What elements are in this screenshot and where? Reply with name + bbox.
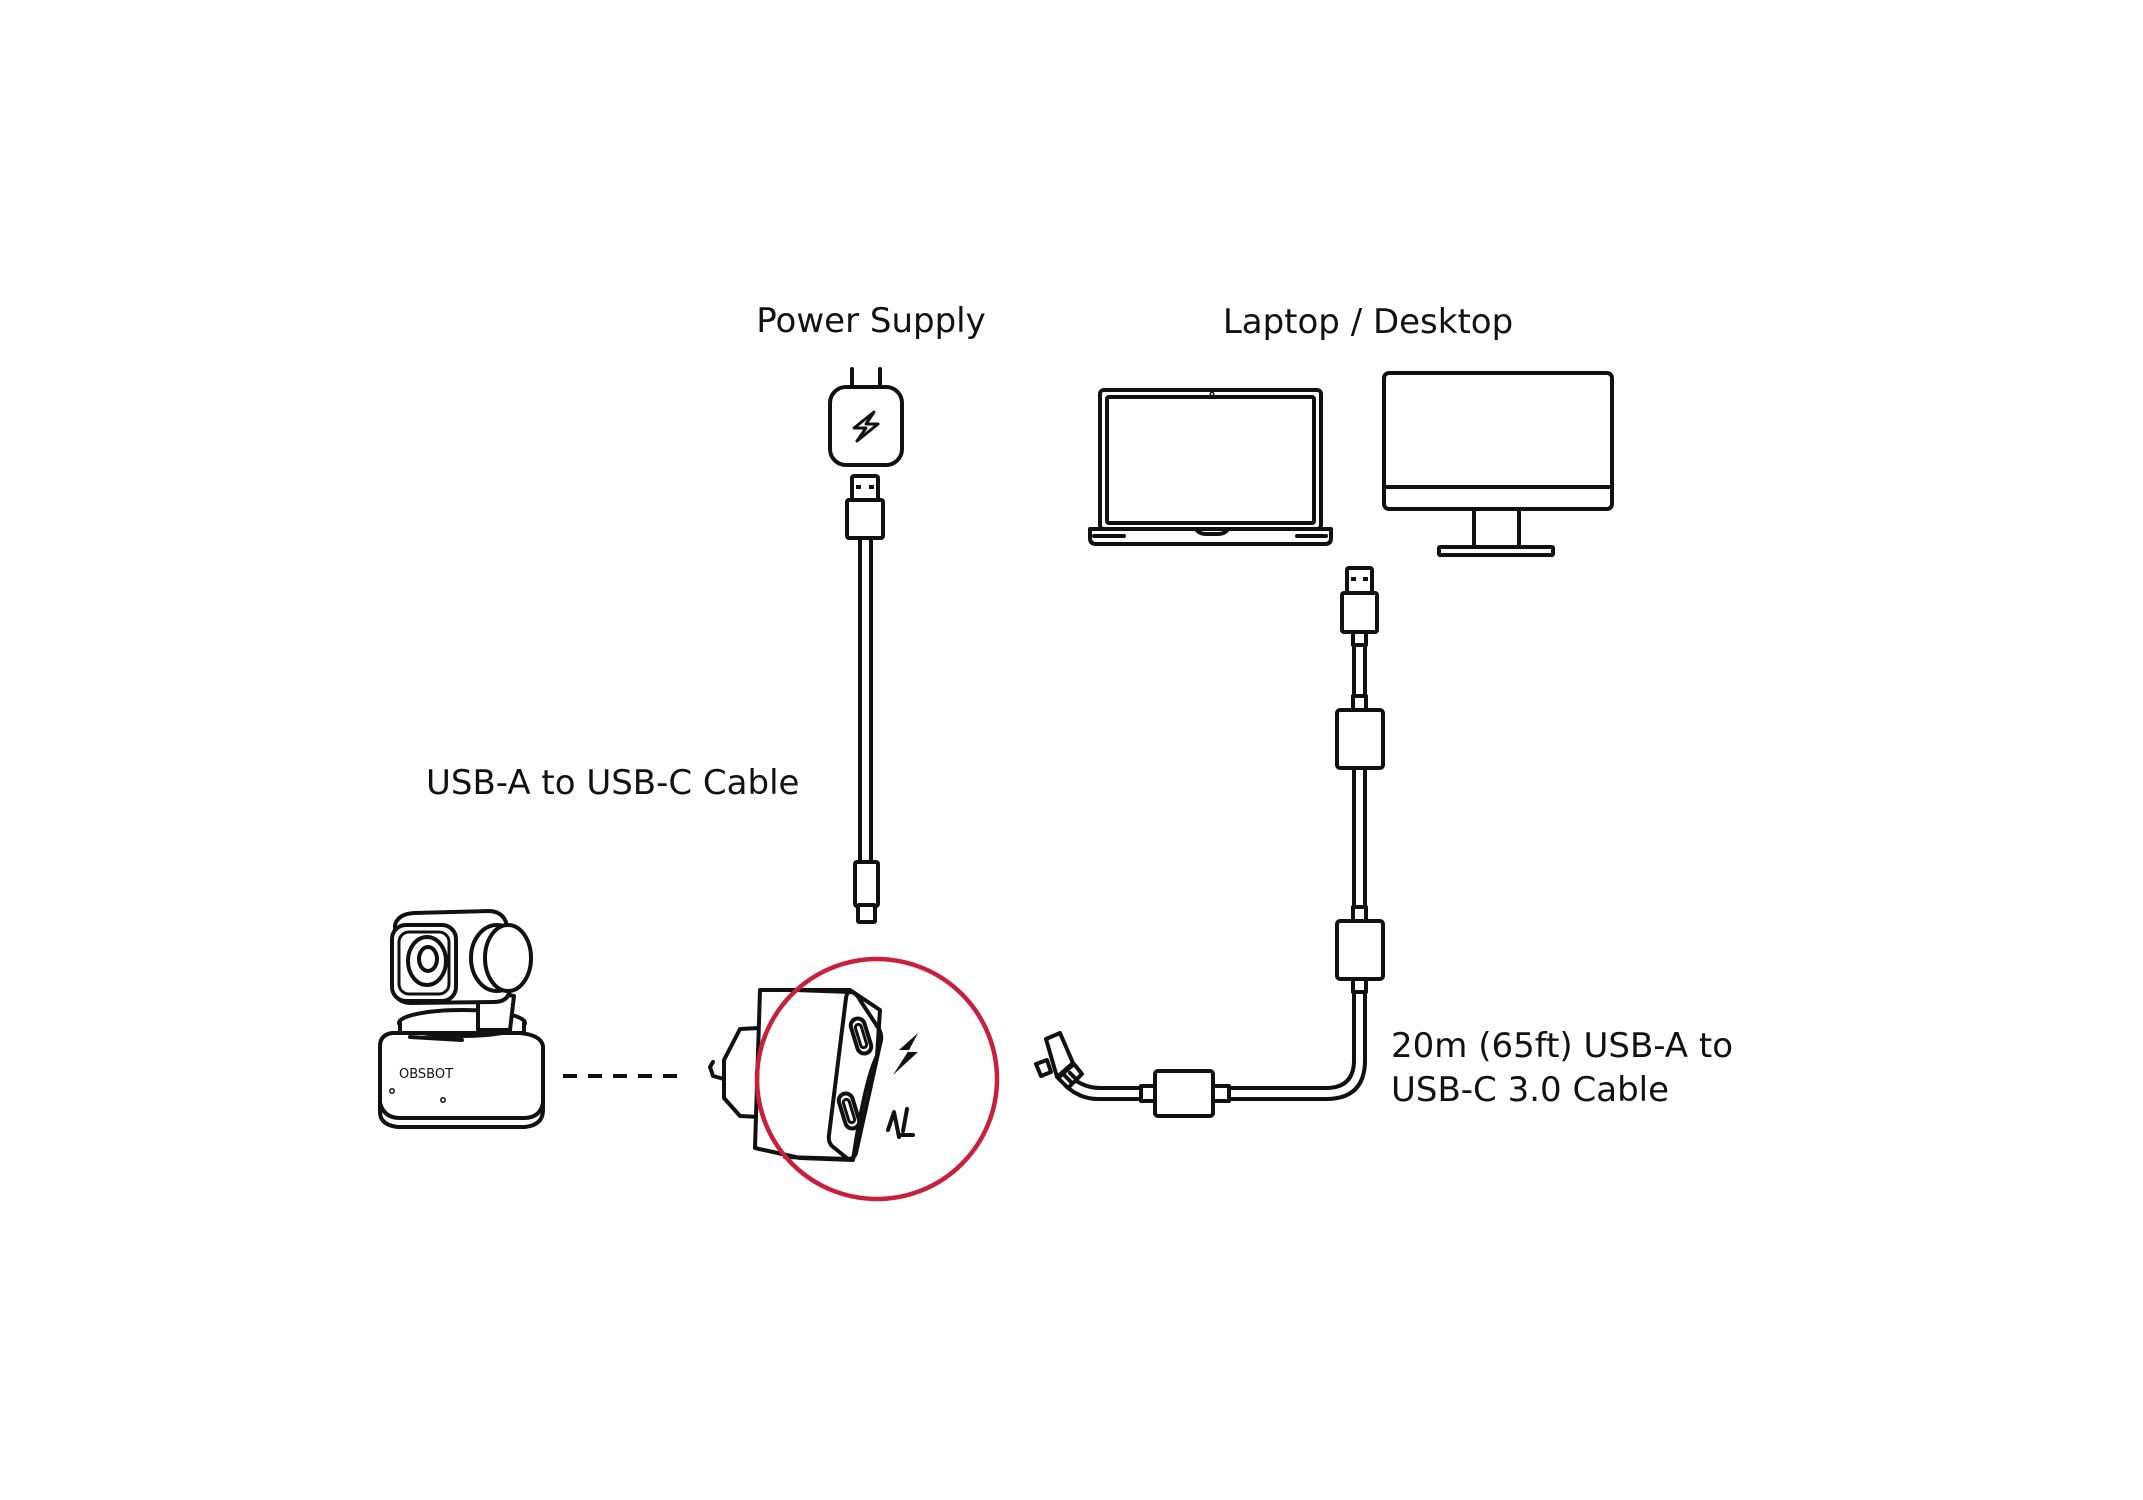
usb-a-plug-body [1340,591,1379,634]
laptop-notch [1194,527,1230,536]
camera-indicator-light [440,1097,446,1103]
laptop-desktop-label: Laptop / Desktop [1223,302,1513,342]
camera-base [378,1031,545,1129]
connector-boot [1056,1062,1084,1090]
data-transfer-arrows-icon [886,1107,915,1139]
usb-c-tip [1034,1058,1053,1078]
ferrite-core [1335,708,1385,770]
adapter-prong [708,1060,726,1081]
lightning-bolt-icon [893,1033,918,1075]
laptop-webcam [1209,391,1215,397]
camera-indicator-light [389,1088,395,1094]
power-supply-charger [828,367,904,467]
long-cable-label-line2: USB-C 3.0 Cable [1391,1070,1669,1110]
usb-a-plug-body [845,498,885,540]
short-usb-a-to-usb-c-cable [845,474,885,924]
usb-c-plug-body [853,860,880,908]
usb-a-contact [1351,577,1356,581]
ferrite-neck [1139,1084,1157,1103]
lightning-bolt-outline-icon [852,410,880,443]
camera-lens [417,945,439,973]
camera-base-rim [378,1101,545,1120]
boot-ridge [1063,1074,1074,1085]
ferrite-core [1153,1069,1215,1118]
monitor-frame [1382,371,1614,511]
right-angle-usb-c-connector [1034,1031,1084,1090]
obsbot-camera: OBSBOT [378,909,545,1129]
usb-a-contact [856,485,861,489]
ferrite-neck [1351,977,1368,994]
adapter-back [722,1026,762,1119]
port-inner [853,1022,869,1050]
usb-a-contact [869,485,874,489]
laptop-screen [1105,395,1316,525]
camera-brand-logo: OBSBOT [399,1067,453,1082]
camera-lens-inner-bezel [397,930,451,996]
turntable-groove [408,1035,464,1042]
adapter-face [826,990,884,1161]
ferrite-neck [1351,694,1368,712]
strain-relief [1351,630,1368,647]
ferrite-core [1335,919,1385,981]
ferrite-neck [1351,905,1368,923]
long-usb-a-to-usb-c-cable [1034,566,1385,1118]
laptop-base [1088,527,1333,546]
highlight-circle [754,956,1000,1202]
usb-a-plug-tip [1345,566,1374,595]
adapter-bottom-edge [783,1155,852,1161]
ferrite-neck [1211,1084,1231,1103]
camera-tilt-motor-cap [483,923,533,993]
monitor-stand-base [1437,545,1555,557]
port-inner [841,1097,857,1125]
charger-body [828,385,904,467]
long-cable-label-line1: 20m (65ft) USB-A to [1391,1026,1733,1066]
dual-port-power-adapter [708,988,918,1162]
short-cable-label: USB-A to USB-C Cable [426,763,799,803]
power-supply-label: Power Supply [756,301,985,341]
adapter-top-edge [793,988,852,994]
usb-a-plug-tip [850,474,880,503]
usb-a-contact [1363,577,1368,581]
desktop-monitor-icon [1382,371,1614,557]
usb-c-plug-tip [856,903,877,924]
cable-bend-outer [1227,990,1367,1101]
laptop-icon [1088,388,1333,546]
cable-bend-inner [1227,990,1356,1090]
boot-ridge [1068,1071,1079,1082]
cable-edge-top [1070,1076,1143,1090]
